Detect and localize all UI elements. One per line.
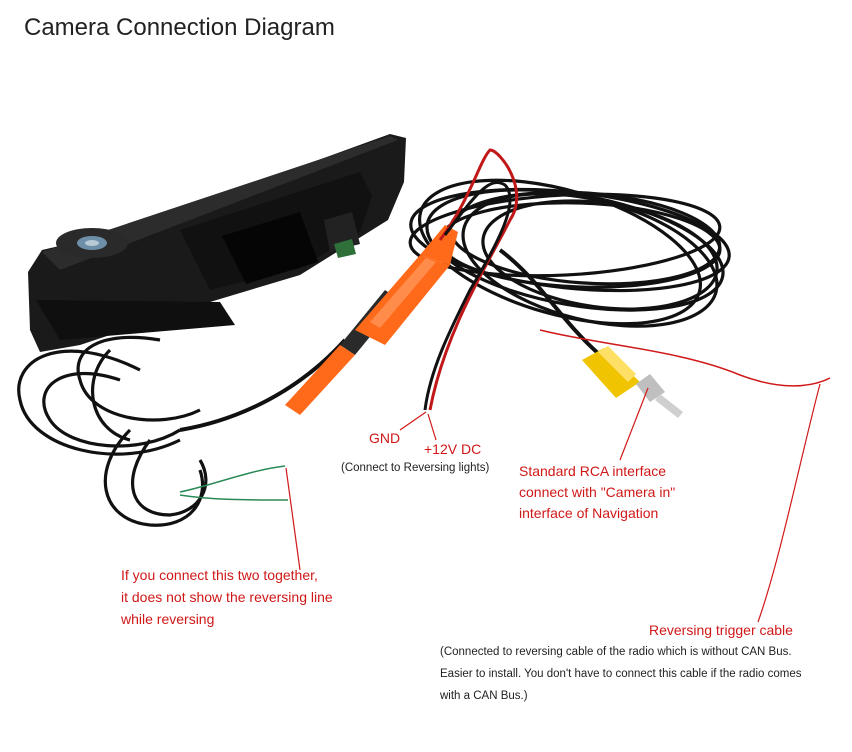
trigger-note-line-1: (Connected to reversing cable of the rad…	[440, 646, 792, 658]
rca-cable	[498, 248, 602, 357]
orange-connector	[285, 225, 458, 415]
plus-12v-label: +12V DC	[424, 441, 482, 457]
page-title: Camera Connection Diagram	[24, 14, 335, 41]
trigger-cable-note: (Connected to reversing cable of the rad…	[440, 641, 801, 707]
trigger-cable-label: Reversing trigger cable	[649, 622, 793, 638]
rca-line-2: connect with "Camera in"	[519, 484, 676, 500]
video-cable	[179, 338, 347, 432]
reversing-lights-note: (Connect to Reversing lights)	[341, 462, 490, 474]
green-wires-line-1: If you connect this two together,	[121, 567, 318, 583]
green-wires-line-2: it does not show the reversing line	[121, 589, 333, 605]
trigger-cable	[539, 329, 831, 387]
trigger-note-line-3: with a CAN Bus.)	[440, 690, 528, 702]
power-wire-black	[423, 181, 512, 411]
green-wires-line-3: while reversing	[121, 611, 215, 627]
rca-line-3: interface of Navigation	[519, 505, 659, 521]
pointer-lines	[285, 383, 821, 623]
rca-line-1: Standard RCA interface	[519, 463, 667, 479]
cable-loops-left	[17, 335, 208, 527]
power-wire-red	[428, 148, 519, 411]
rca-plug	[582, 346, 683, 418]
gnd-label: GND	[369, 430, 401, 446]
camera-housing	[28, 134, 406, 352]
trigger-note-line-2: Easier to install. You don't have to con…	[440, 668, 802, 680]
cable-coil	[408, 178, 731, 328]
green-wires-note: If you connect this two together, it doe…	[121, 564, 333, 630]
green-wires	[179, 465, 289, 501]
rca-note: Standard RCA interface connect with "Cam…	[519, 461, 675, 524]
